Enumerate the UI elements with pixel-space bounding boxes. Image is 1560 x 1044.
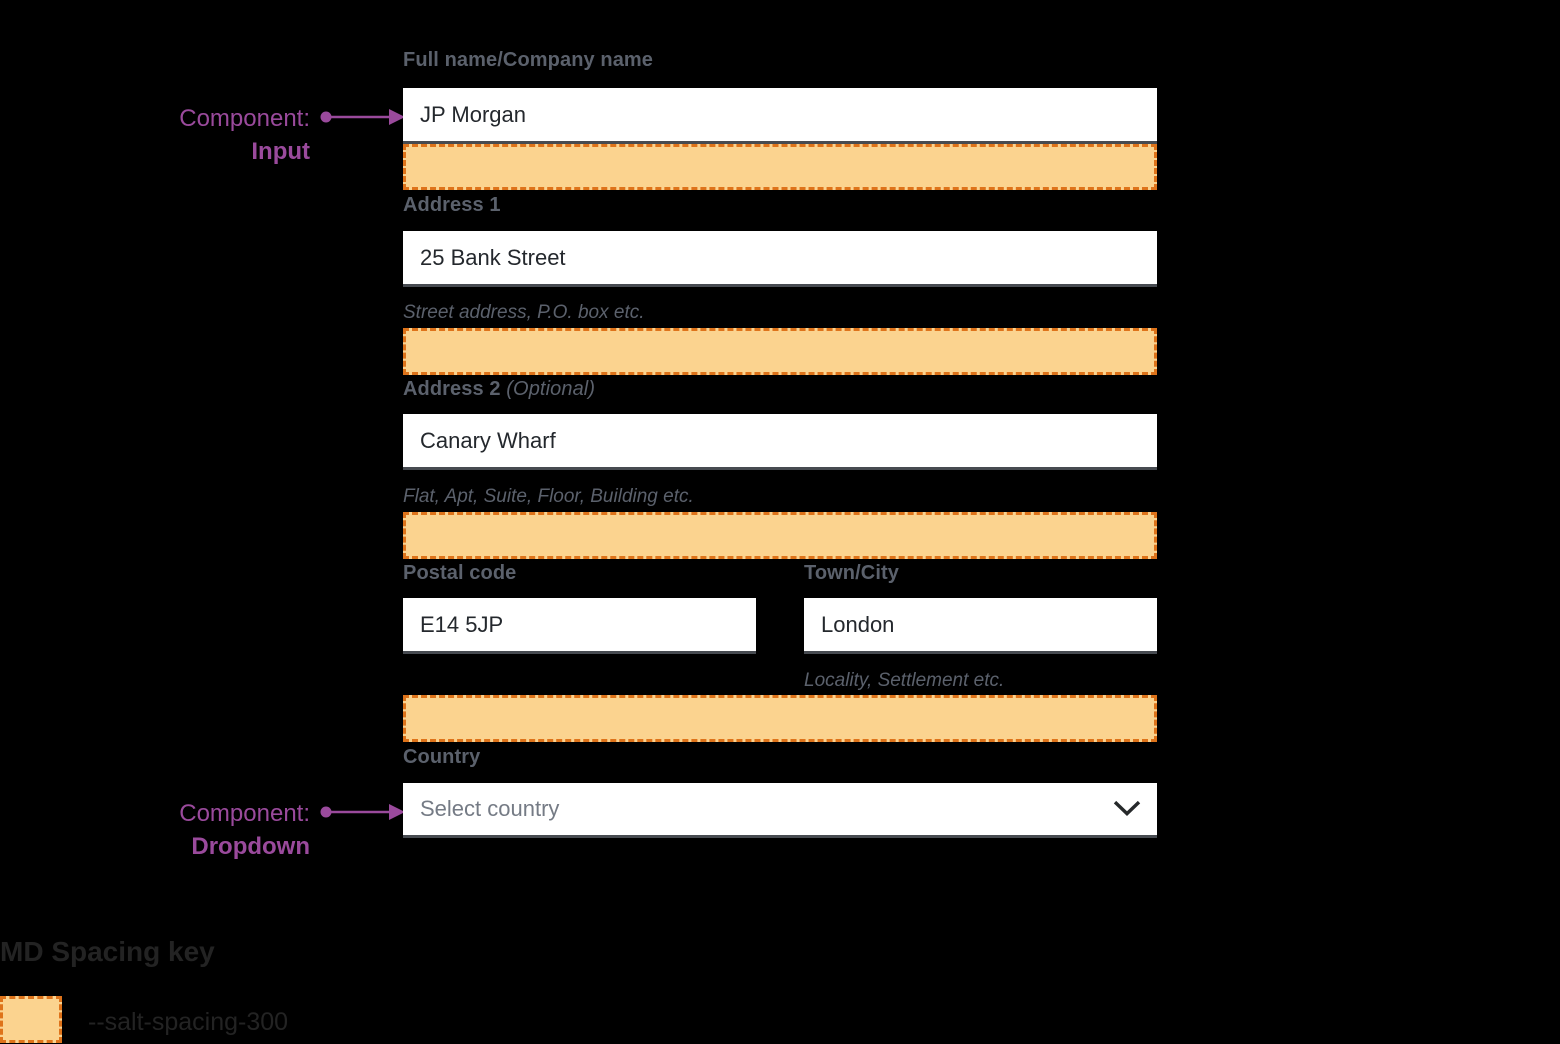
postal-code-label: Postal code <box>403 562 517 584</box>
town-city-helper-text: Locality, Settlement etc. <box>804 670 1005 691</box>
address1-helper-text: Street address, P.O. box etc. <box>403 302 645 323</box>
annotation-prefix: Component: <box>179 800 310 827</box>
annotation-prefix: Component: <box>179 105 310 132</box>
address2-input[interactable] <box>403 414 1157 470</box>
spacing-key-title: MD Spacing key <box>0 936 215 967</box>
component-annotation-input: Component: Input <box>120 102 310 168</box>
annotation-component-name: Input <box>251 138 310 165</box>
spacing-key-token-label: --salt-spacing-300 <box>88 1008 289 1036</box>
postal-code-input[interactable] <box>403 598 756 654</box>
address2-label-text: Address 2 <box>403 378 501 400</box>
town-city-input[interactable] <box>804 598 1157 654</box>
component-annotation-dropdown: Component: Dropdown <box>120 797 310 863</box>
address1-input[interactable] <box>403 231 1157 287</box>
country-dropdown[interactable]: Select country <box>403 783 1157 838</box>
annotation-component-name: Dropdown <box>191 833 310 860</box>
spacing-block <box>403 144 1157 190</box>
address2-label: Address 2 (Optional) <box>403 378 595 401</box>
country-label: Country <box>403 746 481 768</box>
country-dropdown-placeholder: Select country <box>420 796 560 821</box>
spacing-block <box>403 512 1157 559</box>
full-name-input[interactable] <box>403 88 1157 144</box>
spacing-block <box>403 328 1157 375</box>
address1-label: Address 1 <box>403 194 501 216</box>
address2-optional-text: (Optional) <box>506 378 596 400</box>
chevron-down-icon <box>1113 800 1141 816</box>
town-city-label: Town/City <box>804 562 899 584</box>
annotation-arrow-icon <box>320 109 405 125</box>
spacing-key-swatch <box>0 996 62 1043</box>
spacing-block <box>403 695 1157 742</box>
address2-helper-text: Flat, Apt, Suite, Floor, Building etc. <box>403 486 694 507</box>
full-name-label: Full name/Company name <box>403 49 654 71</box>
annotation-arrow-icon <box>320 804 405 820</box>
